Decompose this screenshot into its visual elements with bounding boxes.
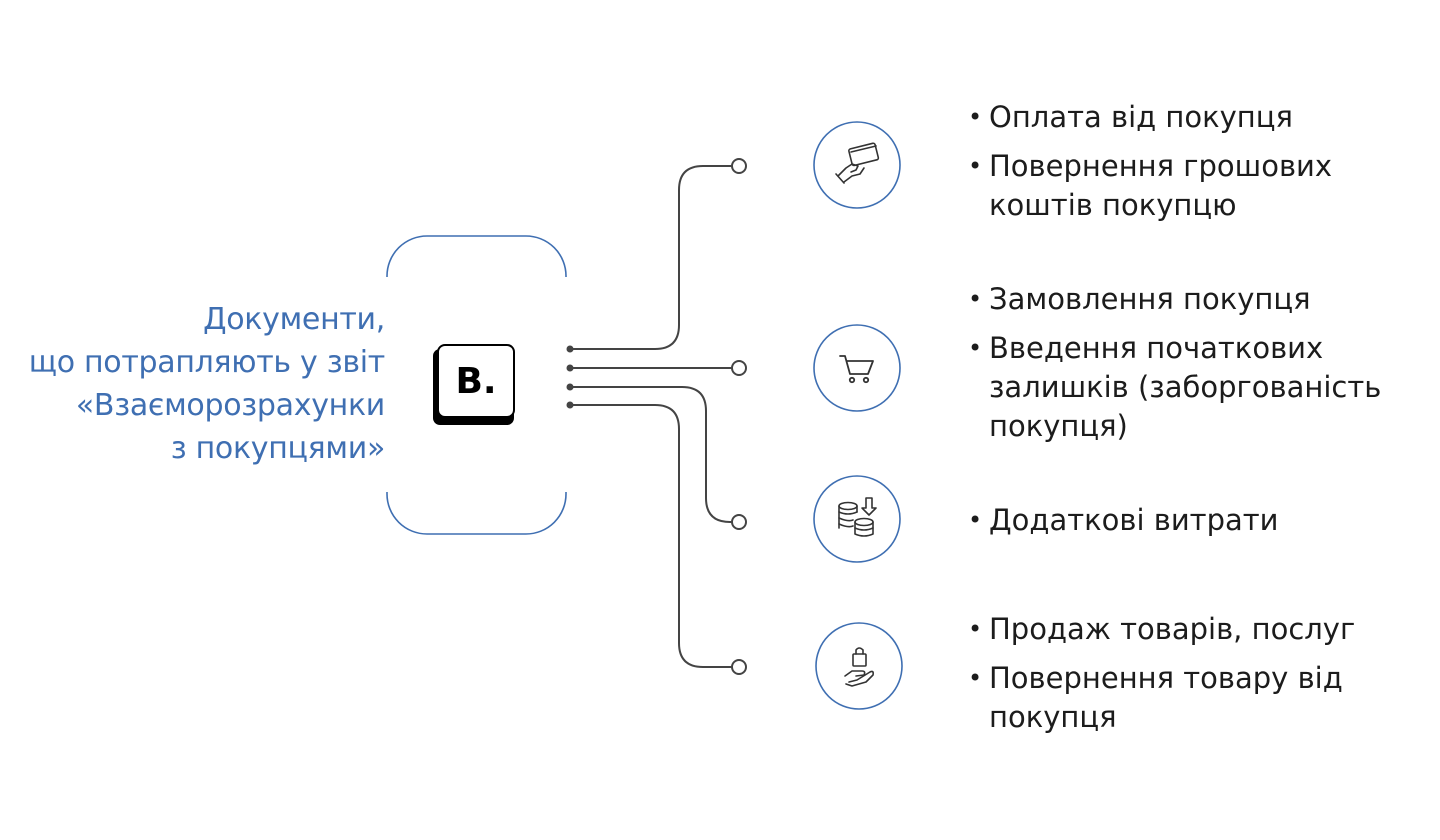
logo-text: B. xyxy=(455,361,496,402)
list-item: •Повернення грошових коштів покупцю xyxy=(968,147,1428,225)
shopping-cart-icon xyxy=(839,355,874,384)
end-dot xyxy=(731,659,747,675)
caption-line: Документи, xyxy=(203,302,385,337)
start-dot xyxy=(566,383,574,391)
logo: B. xyxy=(433,344,515,425)
hand-bag-icon xyxy=(844,647,874,687)
start-dot xyxy=(566,401,574,409)
logo-face xyxy=(437,344,515,418)
list-item-label: Введення початкових залишків (заборгован… xyxy=(989,331,1382,443)
caption-line: «Взаєморозрахунки xyxy=(75,388,385,423)
diagram-caption: Документи, що потрапляють у звіт «Взаємо… xyxy=(28,298,386,470)
bullet: • xyxy=(968,152,983,180)
bullet: • xyxy=(968,334,983,362)
list-item-label: Продаж товарів, послуг xyxy=(989,612,1356,646)
icon-circles xyxy=(813,121,903,710)
document-list-sales: •Продаж товарів, послуг •Повернення това… xyxy=(968,610,1428,747)
list-item: •Замовлення покупця xyxy=(968,280,1428,319)
connector-start-dots xyxy=(566,345,574,409)
bullet: • xyxy=(968,103,983,131)
card-payment-icon xyxy=(835,142,880,184)
list-item-label: Замовлення покупця xyxy=(989,282,1311,316)
document-list-orders: •Замовлення покупця •Введення початкових… xyxy=(968,280,1428,456)
start-dot xyxy=(566,345,574,353)
bullet: • xyxy=(968,285,983,313)
connector-0 xyxy=(570,165,732,350)
caption-line: з покупцями» xyxy=(170,431,386,466)
list-item: •Оплата від покупця xyxy=(968,98,1428,137)
document-list-payments: •Оплата від покупця •Повернення грошових… xyxy=(968,98,1428,235)
list-item-label: Повернення товару від покупця xyxy=(989,661,1343,734)
document-list-expenses: •Додаткові витрати xyxy=(968,501,1428,550)
connector-end-dots xyxy=(731,158,747,675)
end-dot xyxy=(731,360,747,376)
list-item: •Додаткові витрати xyxy=(968,501,1428,540)
connectors xyxy=(570,165,732,668)
bullet: • xyxy=(968,664,983,692)
bullet: • xyxy=(968,615,983,643)
bracket-bottom xyxy=(386,492,567,535)
bracket-top xyxy=(386,235,567,277)
coins-exchange-icon xyxy=(838,497,877,537)
connector-2 xyxy=(570,386,732,523)
list-item-label: Повернення грошових коштів покупцю xyxy=(989,149,1333,222)
list-item: •Продаж товарів, послуг xyxy=(968,610,1428,649)
end-dot xyxy=(731,514,747,530)
list-item: •Повернення товару від покупця xyxy=(968,659,1428,737)
list-item: •Введення початкових залишків (заборгова… xyxy=(968,329,1428,446)
list-item-label: Додаткові витрати xyxy=(989,503,1279,537)
bullet: • xyxy=(968,506,983,534)
caption-line: що потрапляють у звіт xyxy=(28,345,386,380)
icon-circle xyxy=(813,324,901,412)
list-item-label: Оплата від покупця xyxy=(989,100,1293,134)
start-dot xyxy=(566,364,574,372)
connector-3 xyxy=(570,404,732,668)
end-dot xyxy=(731,158,747,174)
